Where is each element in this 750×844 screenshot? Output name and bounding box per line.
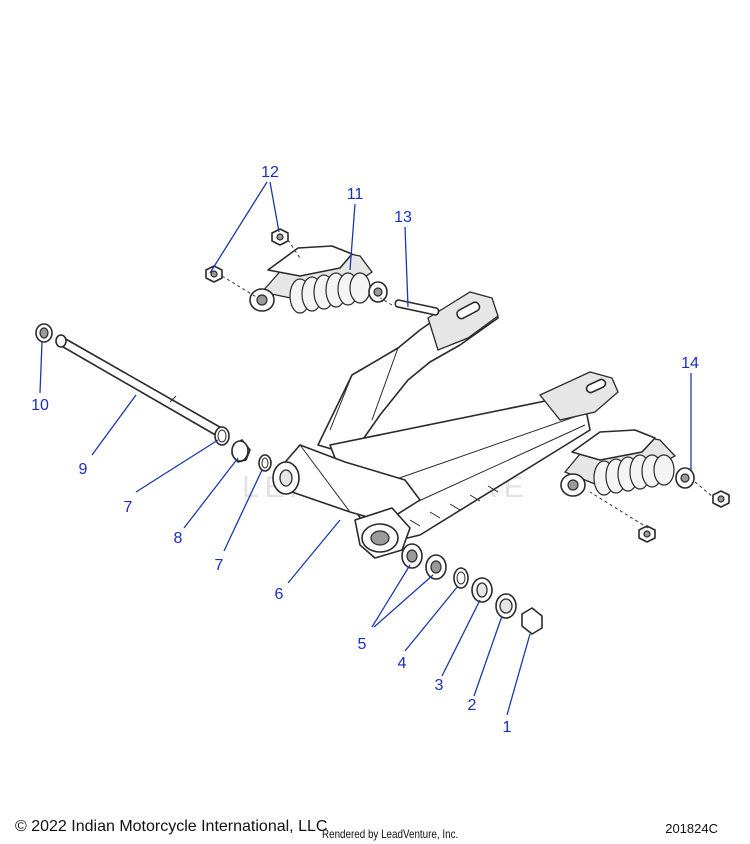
callout-7-left: 7 [124, 499, 133, 516]
callout-12: 12 [261, 164, 279, 181]
callout-8: 8 [174, 530, 183, 547]
left-pivot-hardware [214, 426, 272, 472]
callout-6: 6 [275, 586, 284, 603]
callout-2: 2 [468, 697, 477, 714]
callout-4: 4 [398, 655, 407, 672]
callout-5: 5 [358, 636, 367, 653]
callout-1: 1 [503, 719, 512, 736]
callout-13: 13 [394, 209, 412, 226]
callout-10: 10 [31, 397, 49, 414]
pivot-shaft [55, 334, 226, 438]
swingarm [272, 291, 619, 559]
leader-lines [39, 181, 692, 716]
callout-14: 14 [681, 355, 699, 372]
shock-nuts [205, 228, 730, 543]
copyright-text: © 2022 Indian Motorcycle International, … [15, 818, 328, 835]
callout-9: 9 [79, 461, 88, 478]
callout-3: 3 [435, 677, 444, 694]
rendered-by-text: Rendered by LeadVenture, Inc. [322, 827, 459, 841]
document-number: 201824C [665, 821, 718, 836]
left-shock-absorber [249, 245, 388, 314]
shaft-cap [35, 323, 53, 343]
callout-labels: 12 11 13 10 9 7 8 7 6 14 5 4 3 2 1 [31, 164, 699, 736]
right-pivot-hardware [401, 543, 543, 635]
callout-11: 11 [347, 186, 364, 203]
callout-7-right: 7 [215, 557, 224, 574]
right-shock-absorber [560, 429, 695, 497]
